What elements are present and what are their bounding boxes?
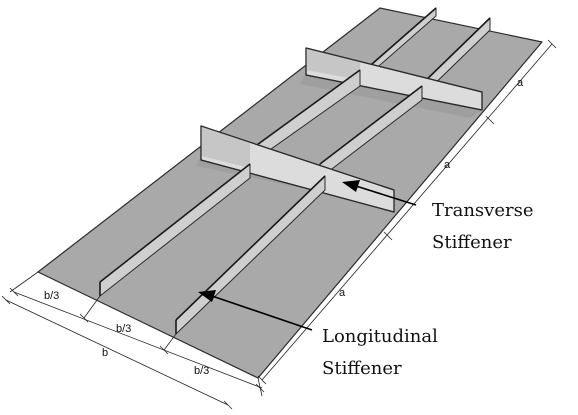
transverse-stiffener-callout: Transverse Stiffener: [342, 180, 534, 253]
dim-label-b3-1: b/3: [44, 290, 59, 302]
longitudinal-label-line1: Longitudinal: [322, 326, 438, 347]
transverse-label-line2: Stiffener: [432, 232, 512, 253]
dim-label-b3-3: b/3: [194, 365, 209, 377]
longitudinal-label-line2: Stiffener: [322, 358, 402, 379]
transverse-label-line1: Transverse: [432, 200, 534, 221]
longitudinal-stiffener-callout: Longitudinal Stiffener: [198, 290, 438, 379]
dim-label-a-near: a: [339, 287, 346, 299]
dim-label-a-mid: a: [444, 159, 451, 171]
dim-label-a-far: a: [517, 77, 524, 89]
dim-label-b3-2: b/3: [116, 323, 131, 335]
dim-label-b: b: [102, 347, 108, 359]
width-dimension: b/3 b/3 b/3 b: [1, 271, 265, 410]
length-dimension: a a a: [257, 39, 557, 385]
